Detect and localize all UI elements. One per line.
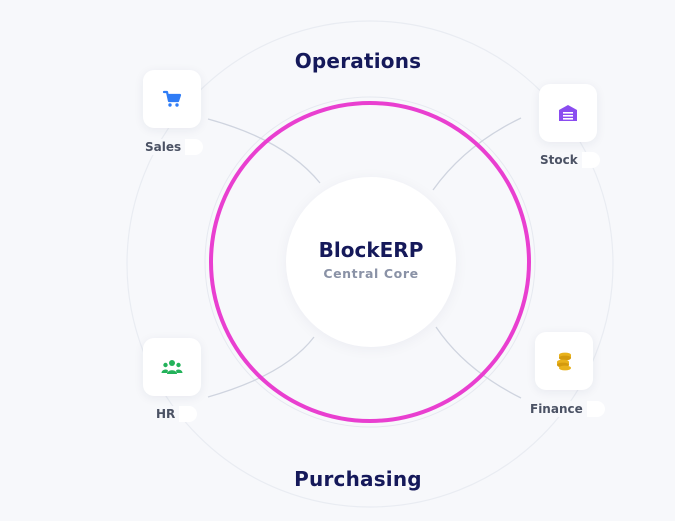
- connector-hr: [207, 336, 315, 398]
- central-core: BlockERP Central Core: [286, 177, 456, 347]
- sales-label-text: Sales: [145, 139, 186, 155]
- stock-module-tile[interactable]: [539, 84, 597, 142]
- core-ring: [209, 101, 531, 423]
- coins-icon: [557, 352, 571, 371]
- inner-orbit: [204, 96, 536, 428]
- hr-module-tile[interactable]: [143, 338, 201, 396]
- finance-label-text: Finance: [530, 401, 587, 417]
- connector-sales: [207, 118, 321, 184]
- sales-label: Sales: [145, 139, 204, 155]
- outer-orbit: [126, 20, 614, 508]
- shopping-cart-icon: [162, 90, 182, 107]
- core-subtitle: Central Core: [323, 266, 419, 281]
- hr-label-text: HR: [156, 406, 180, 422]
- stock-label: Stock: [540, 152, 600, 168]
- sales-module-tile[interactable]: [143, 70, 201, 128]
- core-title: BlockERP: [318, 238, 424, 262]
- connector-finance: [435, 326, 522, 399]
- finance-label: Finance: [530, 401, 605, 417]
- stock-label-text: Stock: [540, 152, 582, 168]
- warehouse-icon: [559, 105, 577, 121]
- team-icon: [161, 360, 183, 374]
- finance-module-tile[interactable]: [535, 332, 593, 390]
- hr-label: HR: [156, 406, 198, 422]
- connector-stock: [432, 117, 522, 191]
- purchasing-title: Purchasing: [294, 467, 422, 491]
- operations-title: Operations: [294, 49, 422, 73]
